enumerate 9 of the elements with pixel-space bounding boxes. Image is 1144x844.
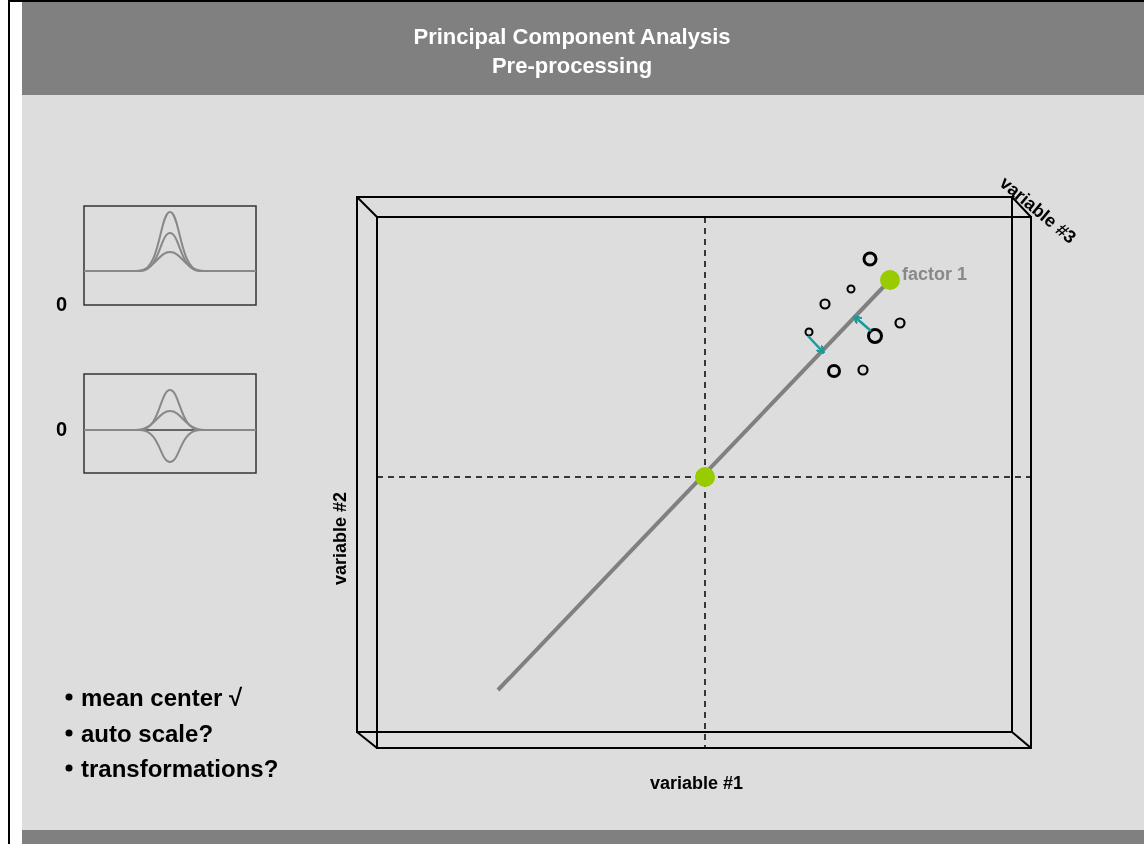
axis-value: 0 [56,418,68,441]
axis-label: variable #1 [650,773,744,794]
bullet-text: transformations? [81,755,279,783]
title: Principal Component Analysis Pre-processing [412,23,732,80]
axis-label: variable #2 [329,490,351,588]
axis-value: 0 [56,293,68,316]
bullet-text: mean center √ [81,684,243,712]
bullet-text: auto scale? [81,720,214,748]
factor-label: factor 1 [902,264,968,285]
